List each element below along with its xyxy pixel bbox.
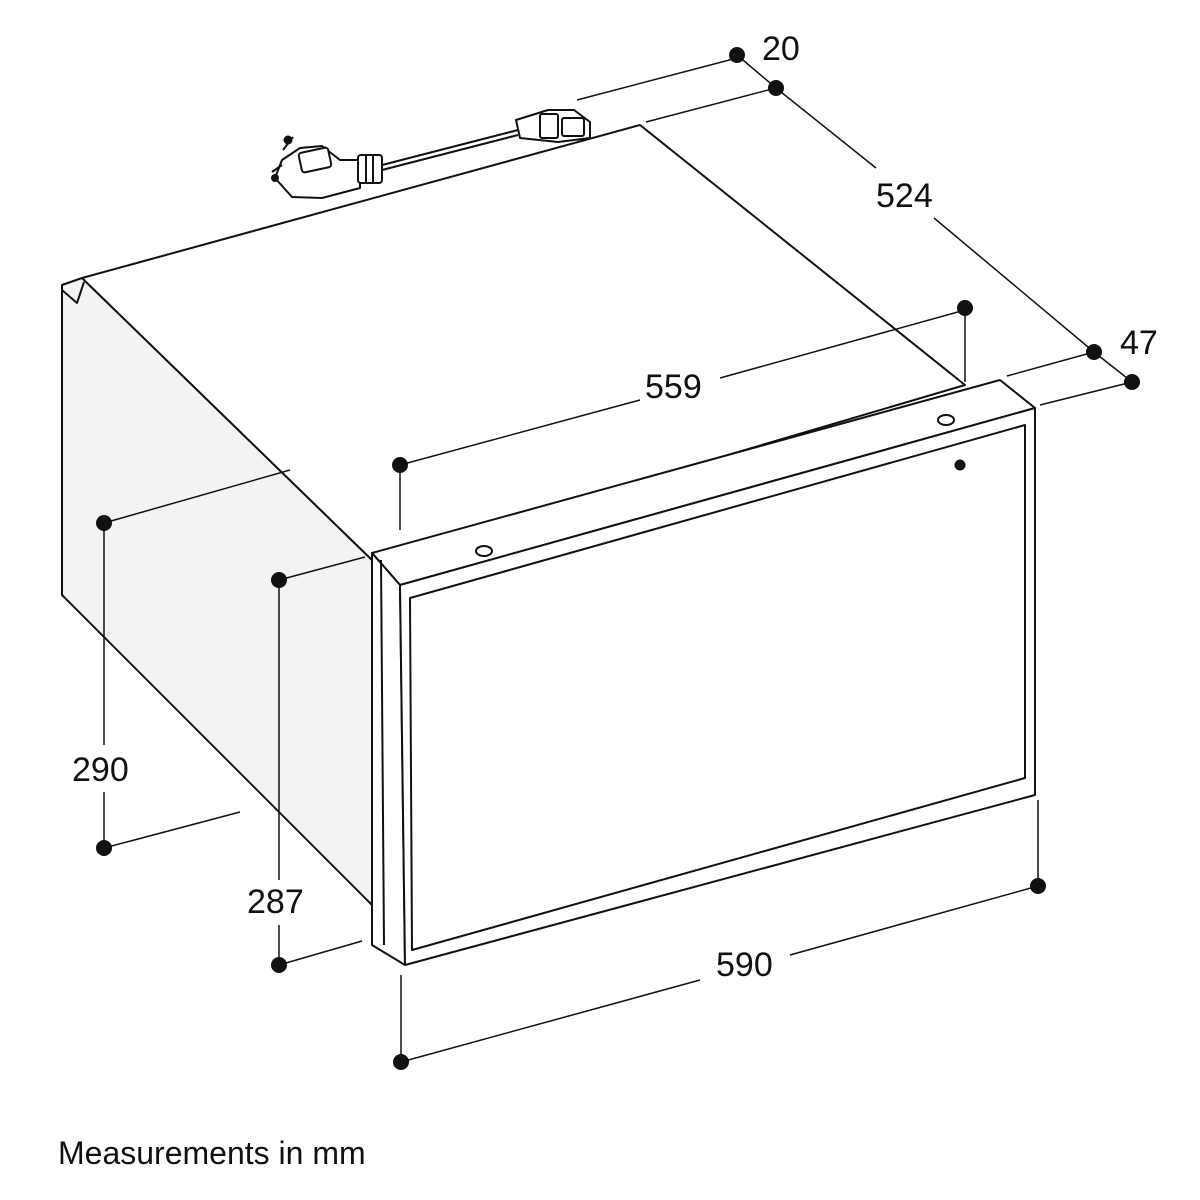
top-face — [81, 124, 966, 561]
dim-line-depth-a — [775, 87, 877, 169]
dim-line-panel-ext-b — [1039, 381, 1133, 406]
front-panel — [371, 379, 1036, 966]
dim-line-height-top-ext — [103, 469, 291, 524]
dim-line-height-bottom-ext — [103, 811, 241, 849]
dimension-endpoint-dot — [1030, 878, 1046, 894]
dimension-endpoint-dot — [1086, 344, 1102, 360]
dim-line-cord — [576, 57, 738, 101]
dimension-endpoint-dot — [96, 840, 112, 856]
dimension-endpoint-dot — [729, 47, 745, 63]
dim-label-total-width: 590 — [716, 946, 773, 984]
dim-line-niche-top-ext — [278, 556, 366, 581]
dim-line-cord-tick — [736, 54, 777, 89]
cord-line-2 — [381, 134, 519, 171]
dim-line-niche-bottom-ext — [278, 940, 363, 966]
measurement-unit-note: Measurements in mm — [58, 1135, 366, 1171]
dim-line-panel — [1093, 351, 1133, 383]
dimension-endpoint-dot — [393, 1054, 409, 1070]
cord-line — [381, 129, 519, 166]
dim-label-depth: 524 — [876, 177, 933, 215]
mounting-hole-left — [475, 545, 493, 557]
indicator-light-icon — [954, 459, 966, 471]
dimension-endpoint-dot — [768, 80, 784, 96]
dim-label-total-height: 290 — [72, 751, 129, 789]
dim-line-inner-a — [399, 399, 641, 466]
dim-line-width-a — [400, 979, 701, 1063]
cable-connector-icon — [515, 109, 591, 143]
dimension-endpoint-dot — [1124, 374, 1140, 390]
corner-notch — [61, 281, 85, 304]
dimension-endpoint-dot — [271, 572, 287, 588]
dim-line-panel-ext-a — [1006, 351, 1095, 377]
dimension-endpoint-dot — [271, 957, 287, 973]
dimension-lines — [103, 54, 1133, 1063]
dim-label-niche-height: 287 — [247, 883, 304, 921]
dimension-endpoint-dot — [96, 515, 112, 531]
dim-label-inner-width: 559 — [645, 368, 702, 406]
dim-line-depth-ext — [645, 87, 777, 123]
dim-line-depth-b — [933, 217, 1095, 353]
dimension-endpoint-dot — [957, 300, 973, 316]
appliance-body — [61, 124, 966, 906]
dimension-labels: 20 524 47 559 290 287 590 — [72, 30, 1158, 984]
power-plug-icon — [271, 135, 383, 199]
front-panel-window — [409, 424, 1026, 951]
power-cord — [271, 109, 591, 199]
dimension-dots — [96, 47, 1140, 1070]
panel-edge-line — [380, 559, 385, 946]
dim-line-width-b — [789, 885, 1039, 956]
front-panel-face — [399, 407, 1036, 966]
dim-label-panel-thickness: 47 — [1120, 324, 1158, 362]
dimension-endpoint-dot — [392, 457, 408, 473]
dim-line-inner-b — [719, 309, 966, 379]
mounting-hole-right — [937, 414, 955, 426]
dim-label-cord-offset: 20 — [762, 30, 800, 68]
